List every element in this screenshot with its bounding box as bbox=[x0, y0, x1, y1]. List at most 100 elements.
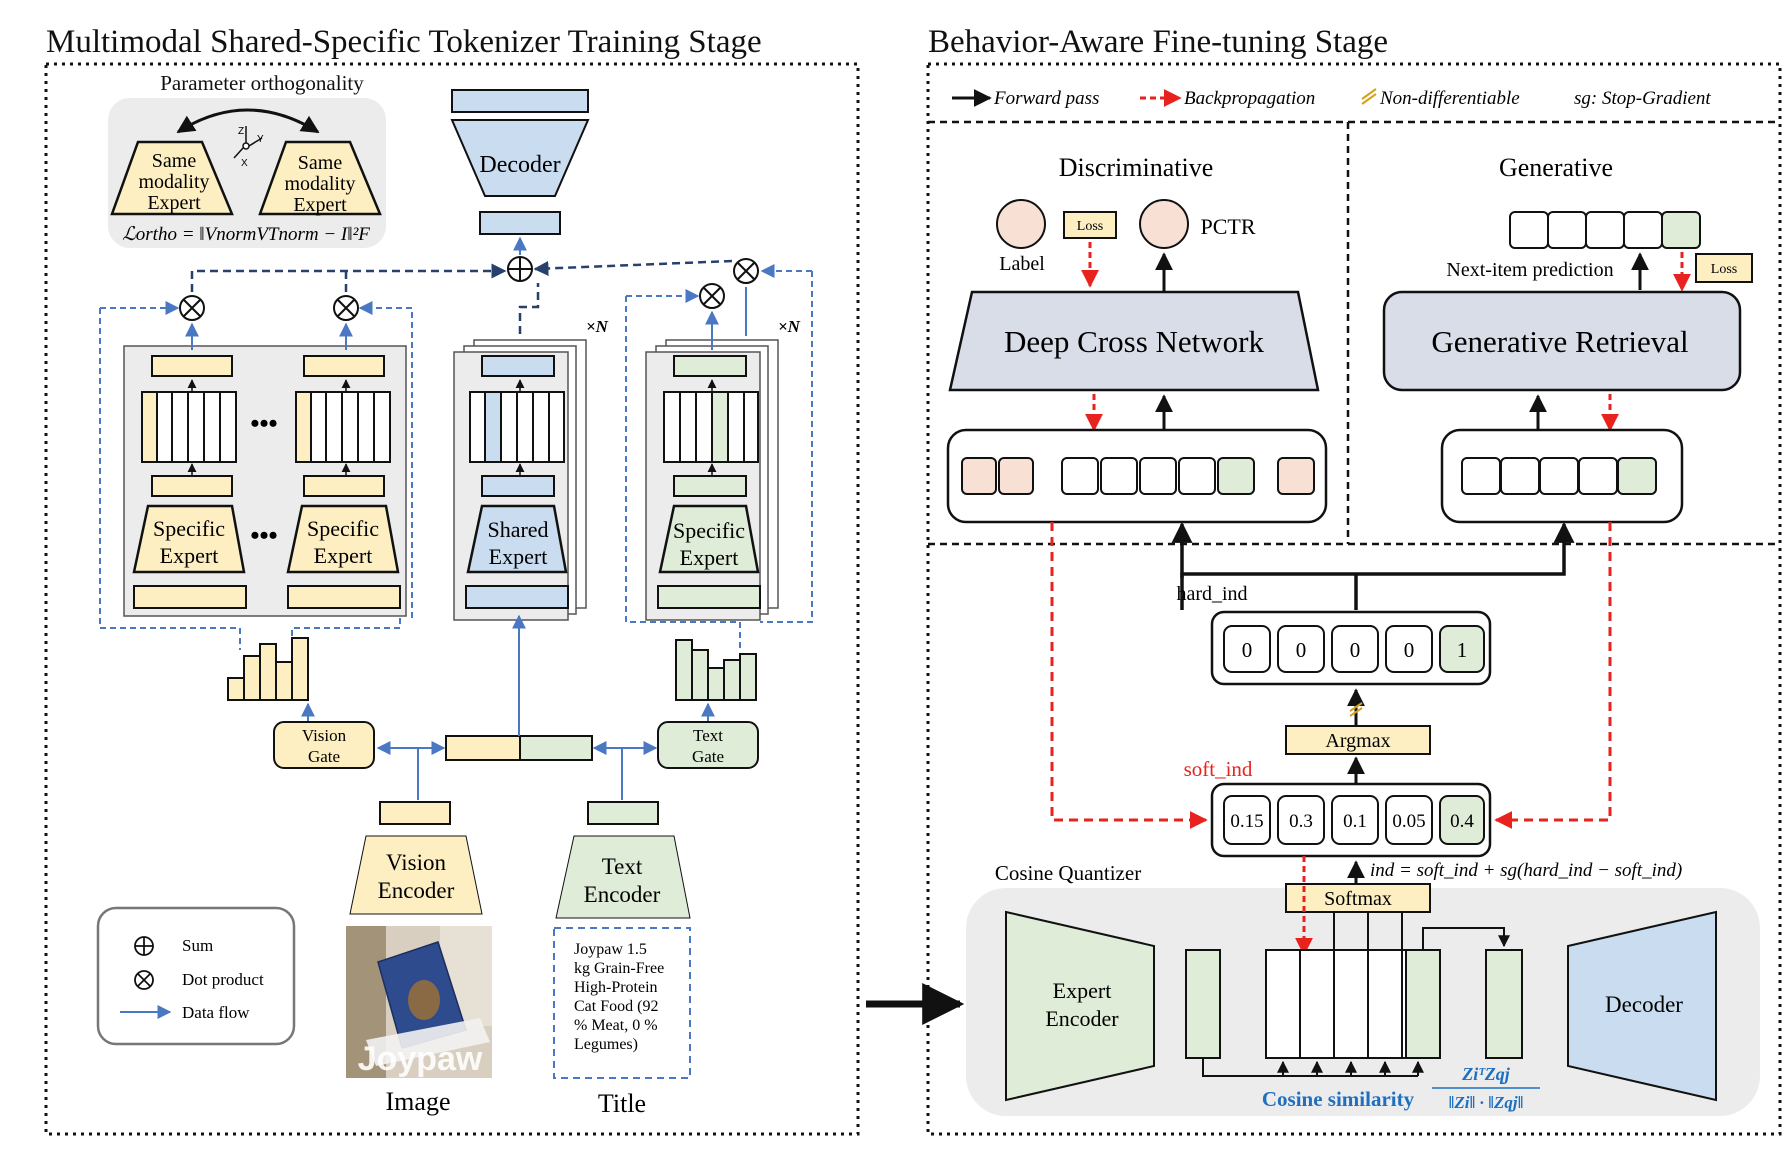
text-encoder-l2: Encoder bbox=[584, 882, 661, 907]
cosine-formula-numerator: ZiᵀZqj bbox=[1461, 1064, 1510, 1084]
ortho-expert-left-l2: modality bbox=[138, 171, 209, 193]
vision-route-frame-left bbox=[99, 308, 241, 650]
label-node bbox=[996, 199, 1046, 249]
gen-retrieval-label: Generative Retrieval bbox=[1431, 324, 1688, 359]
specific-expert-2-l2: Expert bbox=[314, 543, 373, 568]
gen-to-soft-backprop bbox=[1494, 522, 1612, 829]
product-image-brand: Joypaw bbox=[358, 1040, 483, 1078]
generative-output-tokens bbox=[1509, 211, 1701, 249]
text-gate-l1: Text bbox=[693, 726, 723, 745]
vision-encoder-output bbox=[379, 801, 451, 825]
right-decoder-label: Decoder bbox=[1605, 992, 1683, 1017]
expert-encoder-l2: Encoder bbox=[1045, 1006, 1119, 1031]
product-title-box bbox=[553, 927, 691, 1079]
next-item-label: Next-item prediction bbox=[1446, 259, 1613, 281]
product-title-line-2: kg Grain-Free bbox=[574, 960, 664, 977]
legend-dot-icon bbox=[134, 970, 154, 990]
vision-gate bbox=[273, 721, 375, 769]
dots-ellipsis-1: ••• bbox=[250, 409, 277, 438]
softmax-box bbox=[1285, 883, 1431, 913]
legend-flow-label: Data flow bbox=[182, 1003, 250, 1022]
left-decoder bbox=[450, 119, 590, 197]
left-decoder-label: Decoder bbox=[479, 152, 560, 178]
dcn-label: Deep Cross Network bbox=[1004, 324, 1265, 359]
text-specific-expert-l2: Expert bbox=[680, 545, 739, 570]
text-gate bbox=[657, 721, 759, 769]
dot-product-node-4 bbox=[733, 258, 759, 284]
hard-ind-value-4: 0 bbox=[1404, 638, 1415, 662]
text-times-n: ×N bbox=[778, 317, 801, 336]
product-image: Joypaw bbox=[346, 926, 492, 1078]
cosine-sim-arrows bbox=[1277, 1060, 1424, 1076]
legend-dot-label: Dot product bbox=[182, 970, 264, 989]
argmax-label: Argmax bbox=[1325, 730, 1390, 752]
legend-nondiff-label: Non-differentiable bbox=[1379, 88, 1520, 109]
vision-encoder bbox=[349, 835, 483, 915]
specific-expert-1-l1: Specific bbox=[153, 516, 225, 541]
vision-route-right bbox=[291, 618, 401, 636]
hard-ind-value-2: 0 bbox=[1296, 638, 1307, 662]
dashed-specific-to-sum bbox=[190, 263, 507, 292]
codebook-to-softmax-lines bbox=[1333, 912, 1403, 950]
generative-title: Generative bbox=[1499, 153, 1613, 182]
cosine-formula-denominator: ‖Zi‖ · ‖Zqj‖ bbox=[1449, 1093, 1524, 1112]
fused-text-part bbox=[519, 735, 593, 761]
vision-gate-l2: Gate bbox=[308, 747, 340, 766]
axes-icon bbox=[233, 126, 263, 159]
specific-expert-2-l1: Specific bbox=[307, 516, 379, 541]
soft-ind-value-2: 0.3 bbox=[1289, 811, 1313, 832]
hard-ind-cells bbox=[1223, 625, 1485, 673]
ortho-arc-arrow bbox=[176, 108, 320, 134]
shared-expert-l2: Expert bbox=[489, 544, 548, 569]
soft-ind-value-4: 0.05 bbox=[1392, 811, 1425, 832]
ortho-loss-formula: ℒortho = ‖VnormVTnorm − I‖²F bbox=[122, 224, 370, 245]
text-specific-expert-stack bbox=[645, 339, 779, 621]
specific-expert-stack-1 bbox=[132, 355, 247, 609]
right-stage-frame bbox=[926, 62, 1782, 1136]
vision-gate-to-dot2 bbox=[358, 301, 413, 618]
fused-vision-part bbox=[445, 735, 521, 761]
decoder-output-bar bbox=[451, 89, 589, 113]
generative-retrieval bbox=[1382, 290, 1742, 392]
vision-gate-histogram bbox=[227, 637, 309, 701]
legend-back-label: Backpropagation bbox=[1184, 88, 1315, 109]
shared-expert-stack bbox=[453, 339, 587, 621]
ortho-expert-left: Same modality Expert bbox=[110, 140, 234, 216]
legend-sum-label: Sum bbox=[182, 936, 213, 955]
quantized-to-output-arrow bbox=[1422, 927, 1510, 950]
text-encoder-output bbox=[587, 801, 659, 825]
codebook-matrix bbox=[1265, 949, 1441, 1059]
encoder-latent-bar bbox=[1185, 949, 1221, 1059]
pctr-node bbox=[1139, 199, 1189, 249]
product-title-line-1: Joypaw 1.5 bbox=[574, 941, 647, 958]
expert-encoder bbox=[1005, 910, 1155, 1102]
cosine-similarity-label: Cosine similarity bbox=[1262, 1087, 1415, 1111]
cosine-sim-bus bbox=[1202, 1058, 1418, 1077]
disc-loss-label: Loss bbox=[1077, 219, 1103, 234]
hard-ind-value-3: 0 bbox=[1350, 638, 1361, 662]
deep-cross-network bbox=[948, 290, 1320, 392]
gen-loss-label: Loss bbox=[1711, 262, 1737, 277]
axis-x-label: X bbox=[241, 158, 248, 169]
nondiff-mark-icon bbox=[1349, 702, 1363, 717]
hard-ind-label: hard_ind bbox=[1176, 583, 1247, 605]
title-caption: Title bbox=[598, 1089, 646, 1118]
soft-ind-value-3: 0.1 bbox=[1343, 811, 1367, 832]
product-title-line-3: High-Protein bbox=[574, 979, 658, 996]
text-specific-expert-l1: Specific bbox=[673, 518, 745, 543]
ind-formula: ind = soft_ind + sg(hard_ind − soft_ind) bbox=[1370, 860, 1682, 881]
quantized-latent-bar bbox=[1485, 949, 1523, 1059]
specific-expert-1-l2: Expert bbox=[160, 543, 219, 568]
shared-expert-l1: Shared bbox=[487, 517, 548, 542]
gen-feature-tokens bbox=[1461, 457, 1657, 495]
dots-ellipsis-2: ••• bbox=[250, 521, 277, 550]
text-gate-histogram bbox=[675, 639, 757, 701]
text-encoder bbox=[555, 835, 691, 919]
ortho-expert-left-l3: Expert bbox=[147, 192, 201, 214]
hard-ind-to-gen-arrow bbox=[1180, 521, 1575, 610]
specific-expert-stack-2 bbox=[286, 355, 401, 609]
text-route-right bbox=[760, 271, 813, 623]
expert-encoder-l1: Expert bbox=[1053, 978, 1112, 1003]
right-decoder bbox=[1567, 910, 1717, 1102]
gen-loss-box bbox=[1695, 253, 1753, 283]
